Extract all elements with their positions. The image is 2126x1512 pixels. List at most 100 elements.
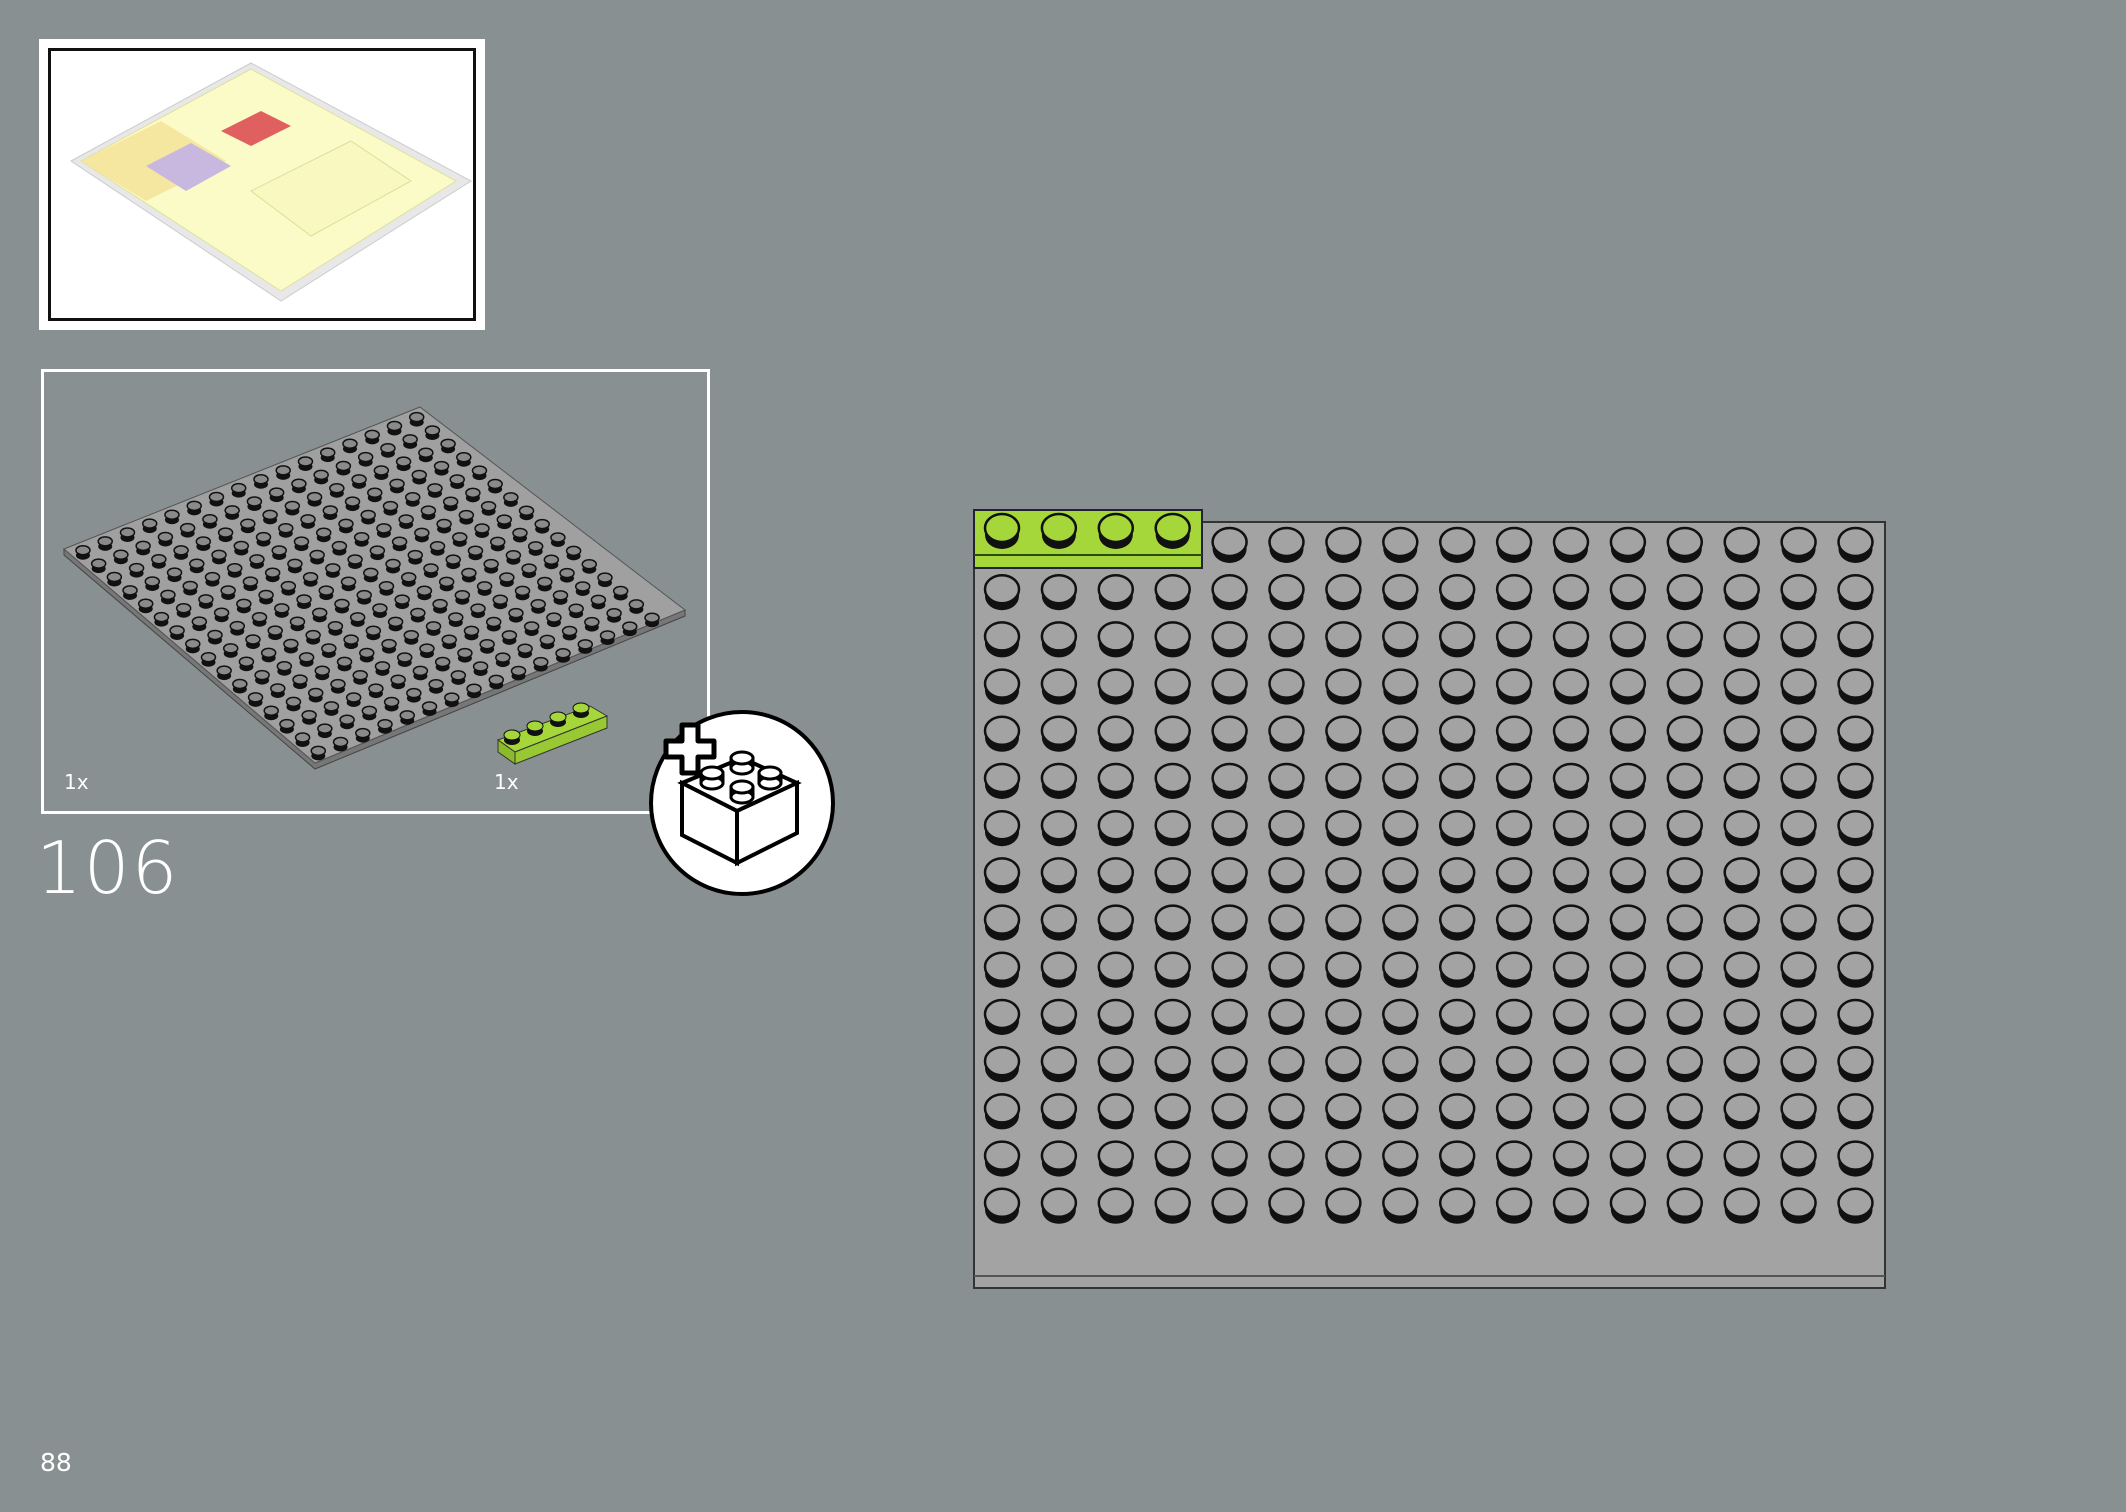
- stud: [983, 951, 1021, 988]
- stud: [113, 549, 129, 565]
- add-brick-icon: [649, 710, 835, 896]
- stud: [1382, 1187, 1419, 1224]
- stud: [1382, 809, 1419, 847]
- stud: [1438, 715, 1476, 752]
- lime-plate-1x4: [973, 509, 1203, 569]
- stud: [1040, 762, 1078, 799]
- stud: [389, 478, 405, 494]
- stud: [521, 563, 537, 579]
- stud: [229, 620, 246, 636]
- stud: [1837, 762, 1874, 799]
- stud: [448, 612, 464, 627]
- stud: [315, 527, 332, 543]
- stud: [1154, 904, 1191, 941]
- stud: [1552, 904, 1590, 941]
- stud: [485, 616, 502, 632]
- stud: [334, 598, 350, 614]
- stud: [395, 456, 412, 472]
- stud: [291, 478, 307, 494]
- stud: [983, 1045, 1021, 1083]
- stud: [1382, 951, 1419, 988]
- stud: [1780, 857, 1817, 894]
- stud: [1438, 904, 1476, 941]
- stud: [471, 465, 488, 481]
- stud: [1723, 526, 1760, 563]
- stud: [344, 496, 361, 512]
- stud: [1325, 1187, 1362, 1224]
- stud: [208, 491, 225, 507]
- stud: [376, 523, 392, 538]
- stud: [503, 492, 519, 507]
- stud: [195, 536, 212, 551]
- stud: [1780, 715, 1817, 752]
- stud: [1040, 951, 1078, 988]
- stud: [416, 585, 433, 601]
- stud: [1438, 857, 1476, 894]
- stud: [1040, 512, 1078, 549]
- stud: [246, 496, 263, 511]
- stud: [412, 665, 429, 681]
- stud: [1438, 573, 1476, 611]
- stud: [489, 536, 506, 552]
- stud: [202, 514, 218, 529]
- thumbnail-frame: [48, 48, 476, 321]
- stud: [1097, 512, 1135, 549]
- stud: [1097, 573, 1135, 611]
- stud: [1382, 715, 1419, 752]
- stud: [458, 509, 475, 525]
- stud: [983, 715, 1021, 752]
- baseplate-build-view: [973, 509, 1886, 1289]
- stud: [1837, 1187, 1874, 1224]
- stud: [1154, 1093, 1191, 1130]
- stud: [377, 719, 393, 734]
- stud: [488, 674, 505, 690]
- stud: [385, 558, 401, 574]
- stud: [1382, 526, 1419, 563]
- stud: [1382, 998, 1419, 1035]
- stud: [399, 710, 416, 725]
- stud: [283, 638, 299, 654]
- stud: [983, 1093, 1021, 1130]
- stud: [340, 576, 357, 592]
- stud: [275, 465, 291, 480]
- stud: [1780, 526, 1817, 563]
- stud: [313, 469, 329, 485]
- stud: [1780, 1093, 1817, 1130]
- stud: [1211, 1187, 1248, 1224]
- stud: [1609, 668, 1647, 705]
- stud: [321, 643, 337, 658]
- stud: [360, 509, 376, 525]
- stud: [1837, 857, 1874, 894]
- stud: [1495, 715, 1533, 752]
- stud: [533, 656, 549, 672]
- stud: [1382, 1093, 1419, 1130]
- stud: [568, 603, 584, 619]
- stud: [1438, 809, 1476, 847]
- stud: [1552, 1187, 1590, 1224]
- parts-illustration: [63, 406, 686, 770]
- stud: [1325, 526, 1362, 563]
- stud: [1666, 904, 1704, 941]
- stud: [1666, 998, 1704, 1035]
- stud: [1154, 715, 1191, 752]
- stud: [1268, 621, 1305, 658]
- stud: [287, 558, 303, 574]
- stud: [1666, 1045, 1704, 1083]
- stud: [487, 478, 503, 494]
- stud: [186, 500, 202, 516]
- stud: [293, 536, 310, 552]
- stud: [1382, 668, 1419, 705]
- stud: [1837, 1045, 1874, 1083]
- stud: [332, 736, 349, 752]
- stud: [1837, 621, 1874, 658]
- stud: [1211, 762, 1248, 799]
- stud: [1837, 998, 1874, 1035]
- stud: [419, 643, 435, 659]
- stud: [258, 589, 274, 605]
- stud: [403, 630, 420, 645]
- stud: [1097, 715, 1135, 752]
- stud: [1040, 857, 1078, 894]
- stud: [496, 514, 513, 530]
- stud: [1268, 857, 1305, 894]
- stud: [166, 567, 183, 583]
